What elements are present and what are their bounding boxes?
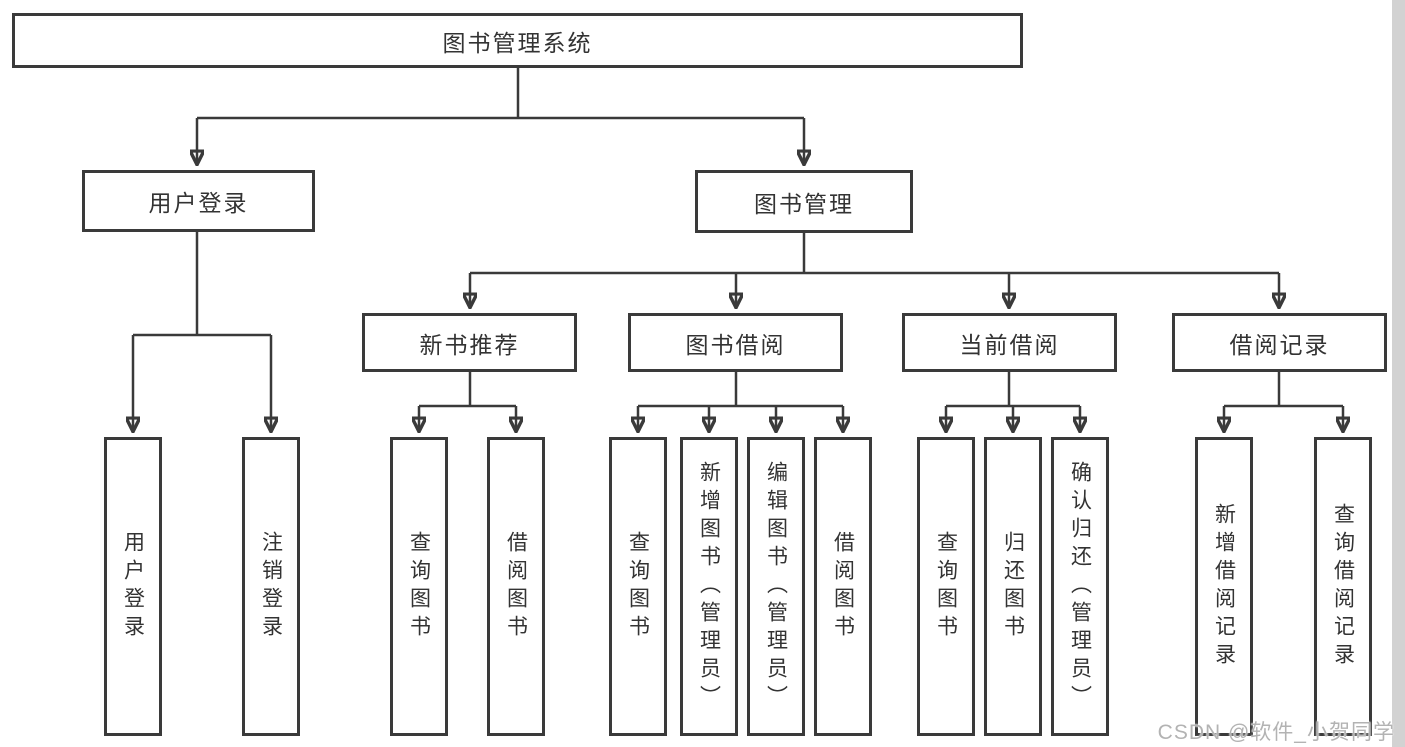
leaf-logout: 注销登录 xyxy=(242,437,300,736)
node-new-book-recommendation: 新书推荐 xyxy=(362,313,577,372)
leaf-edit-books-admin: 编辑图书（管理员） xyxy=(747,437,805,736)
right-edge-strip xyxy=(1392,0,1405,747)
leaf-confirm-return-admin: 确认归还（管理员） xyxy=(1051,437,1109,736)
node-current-borrowing: 当前借阅 xyxy=(902,313,1117,372)
leaf-user-login: 用户登录 xyxy=(104,437,162,736)
leaf-borrow-books: 借阅图书 xyxy=(814,437,872,736)
node-borrowing-records: 借阅记录 xyxy=(1172,313,1387,372)
node-library-management-system: 图书管理系统 xyxy=(12,13,1023,68)
leaf-add-books-admin: 新增图书（管理员） xyxy=(680,437,738,736)
leaf-query-borrow-record: 查询借阅记录 xyxy=(1314,437,1372,736)
leaf-add-borrow-record: 新增借阅记录 xyxy=(1195,437,1253,736)
node-user-login: 用户登录 xyxy=(82,170,315,232)
leaf-query-books-borrow: 查询图书 xyxy=(609,437,667,736)
leaf-query-books-recommend: 查询图书 xyxy=(390,437,448,736)
leaf-borrow-books-recommend: 借阅图书 xyxy=(487,437,545,736)
leaf-return-books: 归还图书 xyxy=(984,437,1042,736)
csdn-watermark: CSDN @软件_小贺同学 xyxy=(1157,721,1395,744)
leaf-query-books-current: 查询图书 xyxy=(917,437,975,736)
node-book-borrowing: 图书借阅 xyxy=(628,313,843,372)
node-book-management: 图书管理 xyxy=(695,170,913,233)
